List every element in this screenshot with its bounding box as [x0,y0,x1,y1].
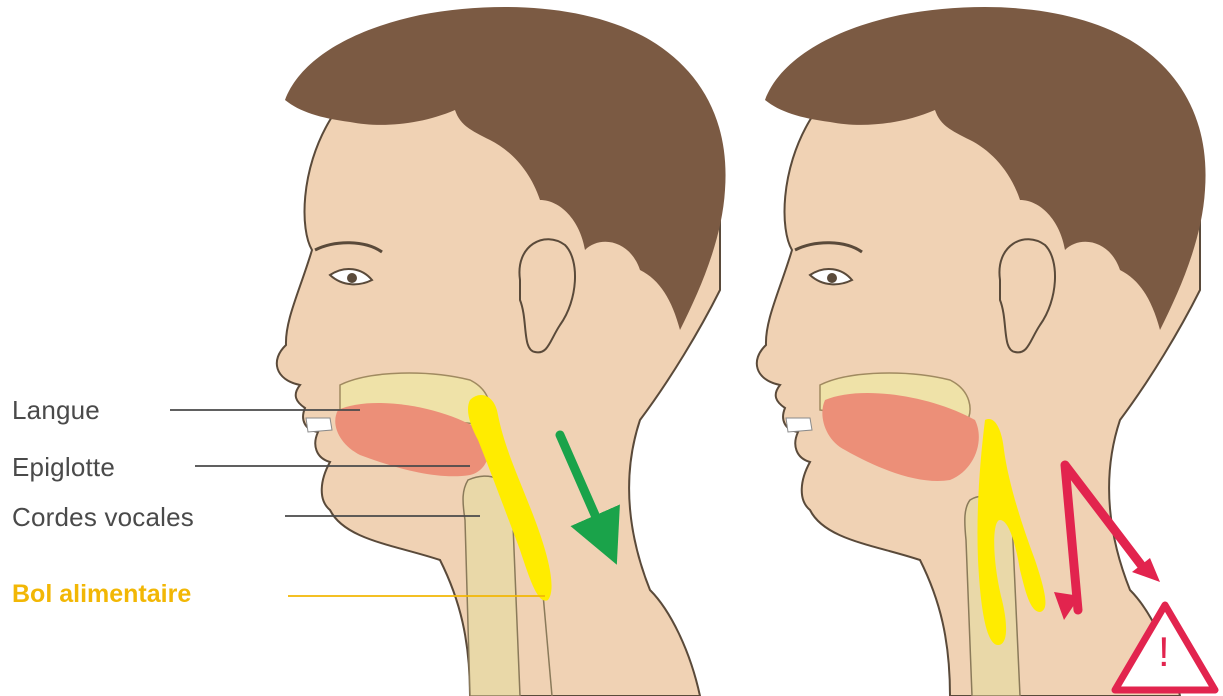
head-normal [277,7,726,696]
teeth [786,418,812,432]
label-tongue: Langue [12,395,100,426]
label-bolus: Bol alimentaire [12,580,191,609]
head-aspiration [757,7,1206,696]
teeth [306,418,332,432]
label-vocal-cords: Cordes vocales [12,502,194,533]
label-epiglottis: Epiglotte [12,452,115,483]
warning-mark: ! [1158,628,1170,676]
